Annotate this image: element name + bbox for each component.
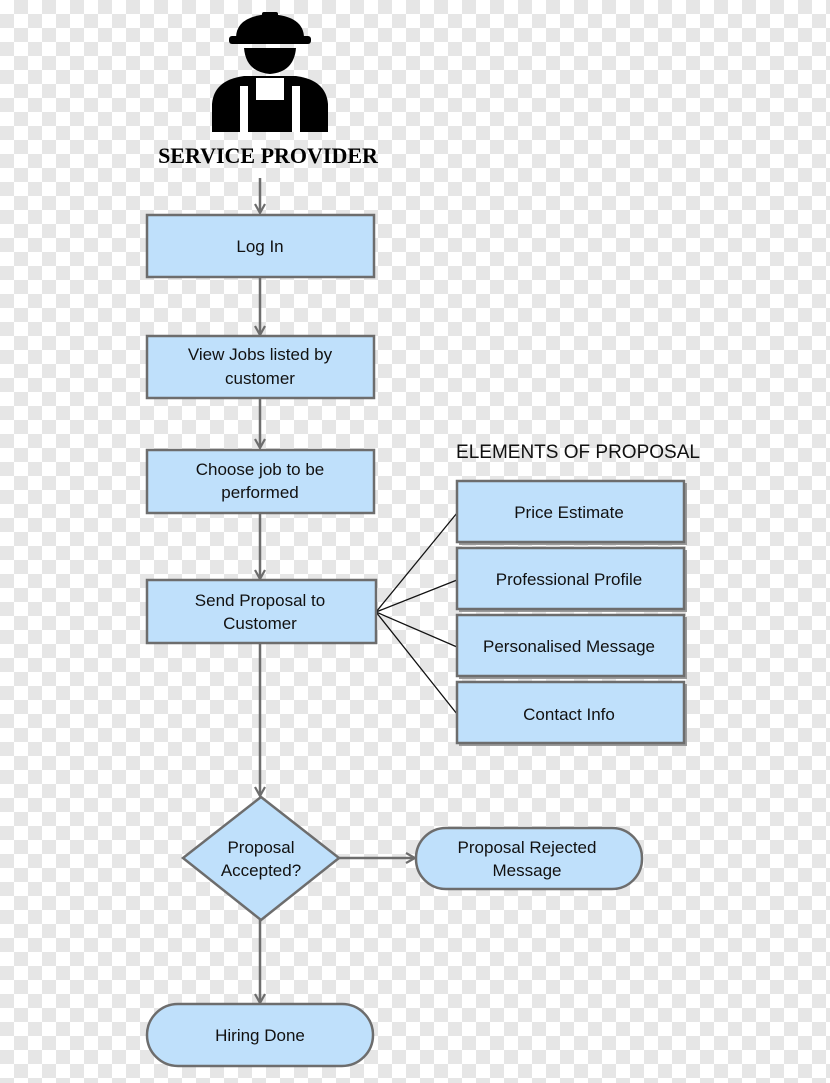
construction-worker-icon	[212, 12, 328, 132]
view-jobs-label-line2: customer	[225, 369, 295, 388]
view-jobs-label-line1: View Jobs listed by	[188, 345, 333, 364]
proposal-elements-header: ELEMENTS OF PROPOSAL	[456, 442, 700, 463]
rejected-label-line2: Message	[493, 861, 562, 880]
professional-profile-label: Professional Profile	[496, 570, 642, 589]
actor-label: SERVICE PROVIDER	[158, 143, 379, 168]
choose-job-step: Choose job to be performed	[145, 448, 376, 515]
send-proposal-label-line2: Customer	[223, 614, 297, 633]
proposal-element-contact-info: Contact Info	[455, 680, 687, 746]
proposal-rejected-terminal: Proposal Rejected Message	[414, 826, 644, 891]
proposal-element-price-estimate: Price Estimate	[455, 479, 687, 545]
login-step: Log In	[145, 213, 376, 279]
decision-label-line2: Accepted?	[221, 861, 301, 880]
hiring-done-terminal: Hiring Done	[145, 1002, 375, 1068]
login-label: Log In	[236, 237, 283, 256]
proposal-element-personalised-message: Personalised Message	[455, 613, 687, 679]
hiring-done-label: Hiring Done	[215, 1026, 305, 1045]
choose-job-label-line2: performed	[221, 483, 298, 502]
send-proposal-step: Send Proposal to Customer	[145, 578, 378, 645]
contact-info-label: Contact Info	[523, 705, 615, 724]
send-proposal-label-line1: Send Proposal to	[195, 591, 325, 610]
decision-proposal-accepted: Proposal Accepted?	[180, 795, 342, 922]
rejected-label-line1: Proposal Rejected	[458, 838, 597, 857]
price-estimate-label: Price Estimate	[514, 503, 624, 522]
proposal-element-connectors	[375, 512, 458, 715]
choose-job-label-line1: Choose job to be	[196, 460, 325, 479]
personalised-message-label: Personalised Message	[483, 637, 655, 656]
view-jobs-step: View Jobs listed by customer	[145, 334, 376, 400]
proposal-element-professional-profile: Professional Profile	[455, 546, 687, 612]
decision-label-line1: Proposal	[227, 838, 294, 857]
